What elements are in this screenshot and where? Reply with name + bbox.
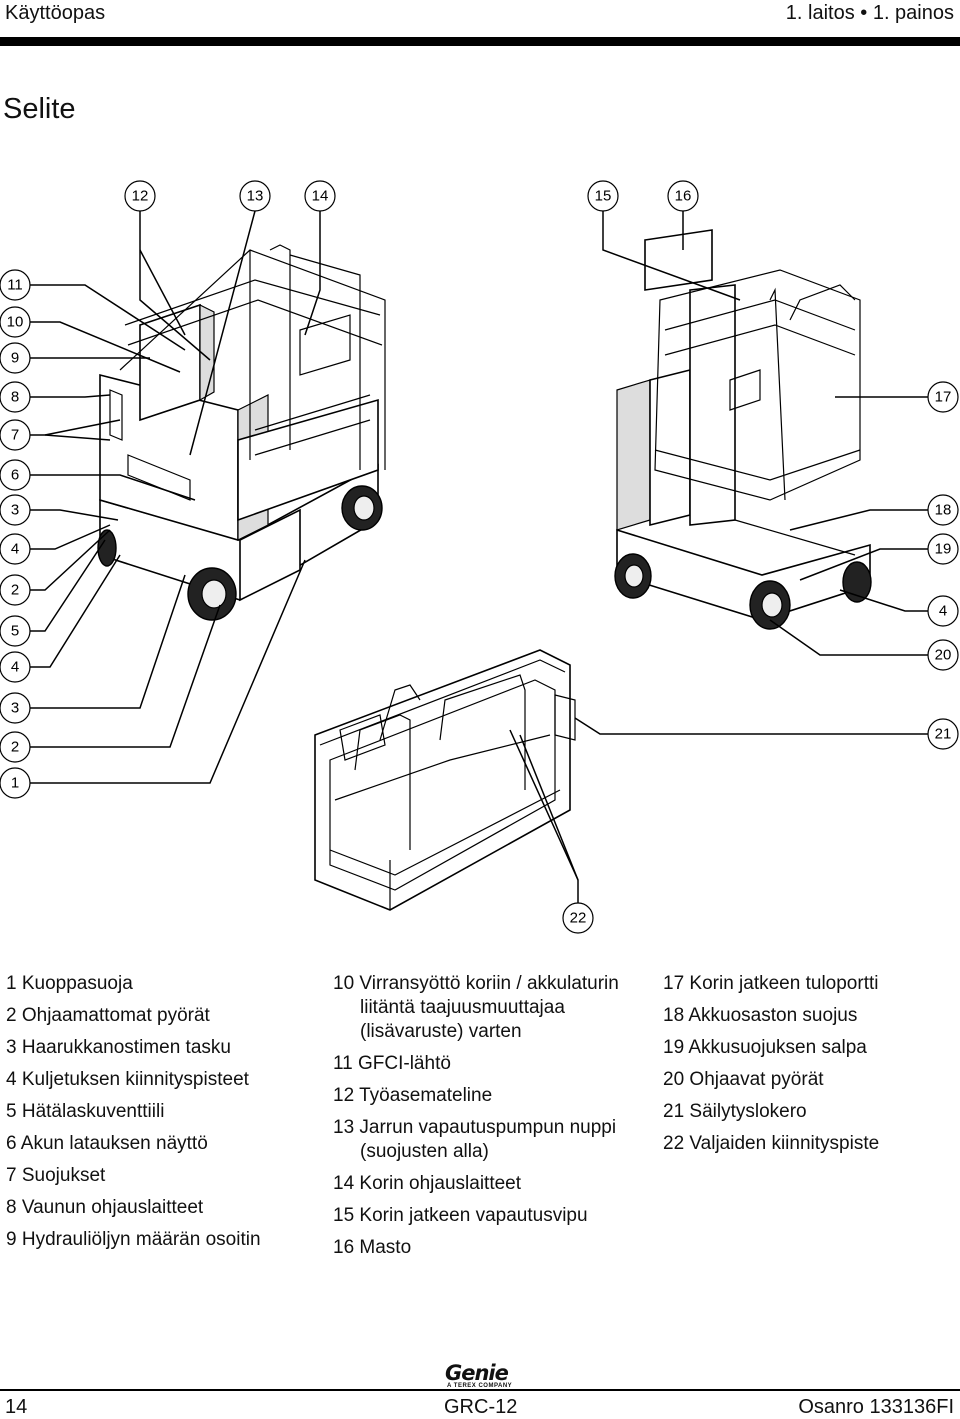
legend-item-10: 10 Virransyöttö koriin / akkulaturin lii… [333,968,619,1048]
legend-item-line: (lisävaruste) varten [360,1021,522,1042]
basket-detail-drawing [314,649,576,911]
callout-4: 4 [0,533,31,565]
svg-text:2: 2 [11,739,19,756]
legend-item: 14 Korin ohjauslaitteet [333,1173,522,1194]
legend-item: 18 Akkuosaston suojus [663,1005,858,1026]
legend-item: 19 Akkusuojuksen salpa [663,1037,867,1058]
callout-5: 5 [0,615,31,647]
callout-3: 3 [0,692,31,724]
callout-19: 19 [927,533,959,565]
callout-4: 4 [927,595,959,627]
callout-7: 7 [0,419,31,451]
callout-15: 15 [587,180,619,212]
callout-18: 18 [927,494,959,526]
logo-tagline: A TEREX COMPANY [447,1383,513,1389]
svg-text:15: 15 [595,188,612,205]
svg-text:17: 17 [935,389,952,406]
callout-17: 17 [927,381,959,413]
callout-14: 14 [304,180,336,212]
legend-item: 16 Masto [333,1237,412,1258]
svg-text:4: 4 [11,659,19,676]
legend-item-line: 13 Jarrun vapautuspumpun nuppi [333,1117,617,1138]
legend-item: 4 Kuljetuksen kiinnityspisteet [6,1069,249,1090]
legend-column-2: 10 Virransyöttö koriin / akkulaturin lii… [333,968,619,1264]
svg-text:5: 5 [11,623,19,640]
svg-text:4: 4 [939,603,947,620]
part-number: Osanro 133136FI [798,1396,954,1418]
callout-22: 22 [562,902,594,934]
svg-text:7: 7 [11,427,19,444]
legend-item: 1 Kuoppasuoja [6,973,133,994]
svg-text:13: 13 [247,188,264,205]
callout-21: 21 [927,718,959,750]
svg-text:21: 21 [935,726,952,743]
callout-11: 11 [0,269,31,301]
legend-item-line: (suojusten alla) [360,1141,489,1162]
svg-text:19: 19 [935,541,952,558]
legend-item: 21 Säilytyslokero [663,1101,807,1122]
legend-item: 7 Suojukset [6,1165,106,1186]
svg-text:2: 2 [11,582,19,599]
legend-item: 3 Haarukkanostimen tasku [6,1037,231,1058]
genie-logo: Genie A TEREX COMPANY [441,1361,521,1391]
legend-column-3: 17 Korin jatkeen tuloportti 18 Akkuosast… [663,968,879,1160]
svg-text:20: 20 [935,647,952,664]
svg-text:8: 8 [11,389,19,406]
svg-text:18: 18 [935,502,952,519]
callout-2: 2 [0,731,31,763]
legend-item: 9 Hydrauliöljyn määrän osoitin [6,1229,261,1250]
callout-6: 6 [0,459,31,491]
legend-item-line: liitäntä taajuusmuuttajaa [360,997,565,1018]
callout-20: 20 [927,639,959,671]
machine-illustration: 1 2 3 4 5 2 4 3 6 7 8 9 10 11 12 13 14 1… [0,180,959,934]
svg-text:14: 14 [312,188,329,205]
header-rule [0,37,960,46]
callout-9: 9 [0,342,31,374]
callout-4: 4 [0,651,31,683]
svg-text:10: 10 [7,314,24,331]
page-title: Selite [3,93,76,125]
svg-text:16: 16 [675,188,692,205]
callout-1: 1 [0,767,31,799]
callout-10: 10 [0,306,31,338]
callout-3: 3 [0,494,31,526]
legend-item: 12 Työasemateline [333,1085,493,1106]
legend-item: 6 Akun latauksen näyttö [6,1133,208,1154]
callout-8: 8 [0,381,31,413]
legend-item: 5 Hätälaskuventtiili [6,1101,165,1122]
svg-text:4: 4 [11,541,19,558]
legend-item: 22 Valjaiden kiinnityspiste [663,1133,880,1154]
svg-text:9: 9 [11,350,19,367]
legend-item: 2 Ohjaamattomat pyörät [6,1005,210,1026]
model-name: GRC-12 [444,1396,518,1418]
callout-12: 12 [124,180,156,212]
legend-column-1: 1 Kuoppasuoja 2 Ohjaamattomat pyörät 3 H… [6,968,261,1256]
callout-13: 13 [239,180,271,212]
machine-right-drawing [614,229,872,630]
callout-2: 2 [0,574,31,606]
leader-lines [30,210,930,903]
manual-title: Käyttöopas [5,2,106,24]
svg-text:3: 3 [11,502,19,519]
edition-label: 1. laitos • 1. painos [785,2,954,24]
legend-item: 17 Korin jatkeen tuloportti [663,973,879,994]
legend-item: 11 GFCI-lähtö [333,1053,451,1074]
legend-item: 20 Ohjaavat pyörät [663,1069,824,1090]
svg-text:1: 1 [11,775,19,792]
svg-text:3: 3 [11,700,19,717]
callout-16: 16 [667,180,699,212]
svg-text:22: 22 [570,910,587,927]
legend-item-line: 10 Virransyöttö koriin / akkulaturin [333,973,619,994]
legend-item: 15 Korin jatkeen vapautusvipu [333,1205,588,1226]
svg-text:6: 6 [11,467,19,484]
svg-text:12: 12 [132,188,149,205]
page-number: 14 [5,1396,28,1418]
logo-wordmark: Genie [445,1361,509,1385]
legend-item: 8 Vaunun ohjauslaitteet [6,1197,204,1218]
footer-rule [0,1389,960,1391]
legend-item-13: 13 Jarrun vapautuspumpun nuppi (suojuste… [333,1112,619,1168]
svg-text:11: 11 [7,277,23,294]
